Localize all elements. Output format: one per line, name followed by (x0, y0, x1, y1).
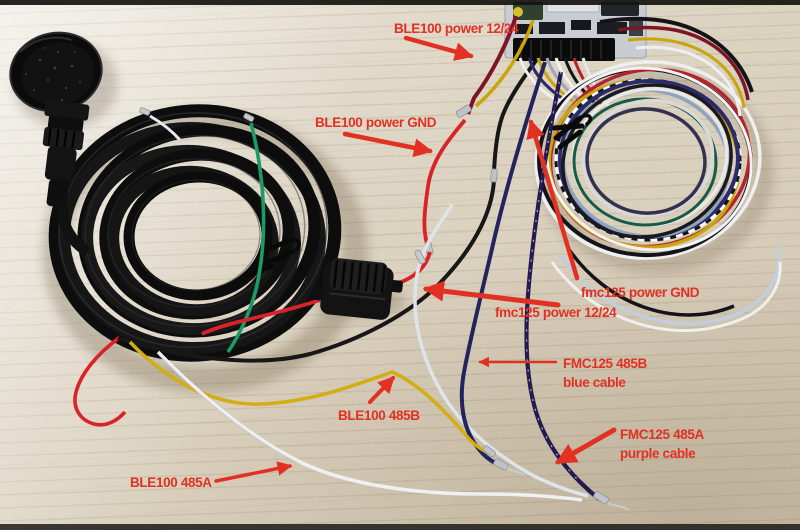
label-fmc125-power: fmc125 power 12/24 (495, 305, 617, 320)
arrow-ble100-485b (368, 376, 395, 404)
arrow-fmc125-gnd (526, 119, 580, 281)
crimp-terminal (493, 458, 509, 471)
label-fmc125-485b: FMC125 485B blue cable (563, 354, 647, 392)
arrow-fmc125-485a (555, 427, 617, 465)
sensor-speckles (25, 47, 81, 102)
label-ble100-power: BLE100 power 12/24 (394, 21, 519, 36)
label-fmc125-485a-line1: FMC125 485A (620, 427, 704, 442)
wire-white-485a (156, 350, 583, 502)
arrow-ble100-gnd (342, 131, 433, 158)
arrow-ble100-485a (214, 461, 293, 483)
wire-yellow-ble100 (474, 19, 535, 108)
label-fmc125-485b-line1: FMC125 485B (563, 356, 647, 371)
label-fmc125-485b-line2: blue cable (563, 375, 626, 390)
sensor-connector (42, 100, 90, 208)
label-ble100-485a: BLE100 485A (130, 475, 212, 490)
wire-white-fmc-power (413, 204, 589, 498)
label-fmc125-485a: FMC125 485A purple cable (620, 425, 704, 463)
annotation-arrows (214, 35, 617, 483)
crimp-terminal (593, 491, 610, 505)
fuel-sensor (9, 31, 103, 257)
arrow-ble100-power (403, 35, 474, 61)
wire-maroon-ble100 (455, 15, 535, 118)
cable-tie (551, 113, 592, 150)
green-wire (226, 113, 266, 354)
white-wire-stub (139, 107, 182, 141)
photo-edge-bottom (0, 524, 800, 530)
crimp-terminal (490, 168, 498, 183)
crimp-terminal (455, 104, 472, 118)
label-fmc125-485a-line2: purple cable (620, 446, 696, 461)
wire-purple-485a (524, 71, 629, 511)
label-fmc125-gnd: fmc125 power GND (581, 285, 700, 300)
fuse-holder (313, 258, 403, 320)
crimp-terminal (414, 249, 426, 265)
tracker-pcb (504, 0, 647, 61)
crimp-terminal (139, 107, 151, 116)
pcb-connector (513, 38, 615, 61)
crimp-terminal (243, 113, 255, 122)
red-wire-loop (73, 335, 127, 427)
pcb-sticker (513, 7, 523, 17)
wire-bundle-coil (534, 16, 782, 332)
label-ble100-485b: BLE100 485B (338, 408, 420, 423)
arrow-fmc125-power (422, 280, 561, 308)
photo-edge-top (0, 0, 800, 5)
label-ble100-gnd: BLE100 power GND (315, 115, 437, 130)
crimp-terminal (482, 445, 496, 458)
